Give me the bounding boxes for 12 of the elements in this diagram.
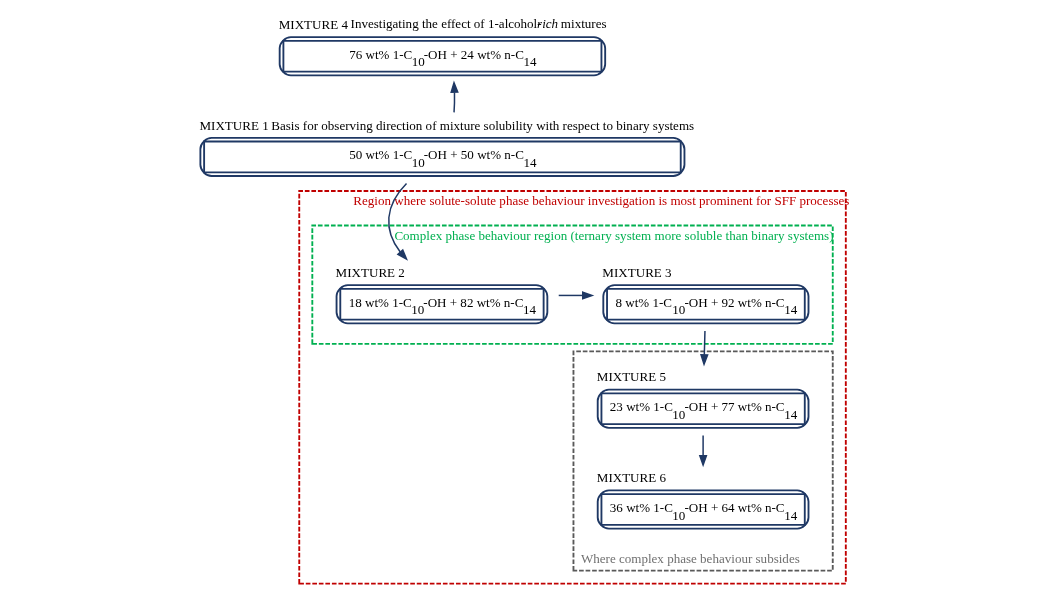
arrow — [699, 330, 709, 367]
node-label: MIXTURE 2 — [335, 264, 405, 280]
node-label: MIXTURE 3 — [601, 264, 672, 280]
node-label: MIXTURE 6 — [596, 470, 666, 486]
arrow — [449, 80, 459, 114]
node-label: MIXTURE 4 — [278, 16, 348, 32]
arrow — [557, 291, 594, 300]
node-label: Basis for observing direction of mixture solubility with respect to binary systems — [270, 117, 694, 133]
node-label: MIXTURE 1 — [198, 117, 269, 133]
arrow — [387, 182, 408, 261]
node-label: MIXTURE 5 — [596, 369, 666, 385]
arrow — [698, 434, 707, 468]
